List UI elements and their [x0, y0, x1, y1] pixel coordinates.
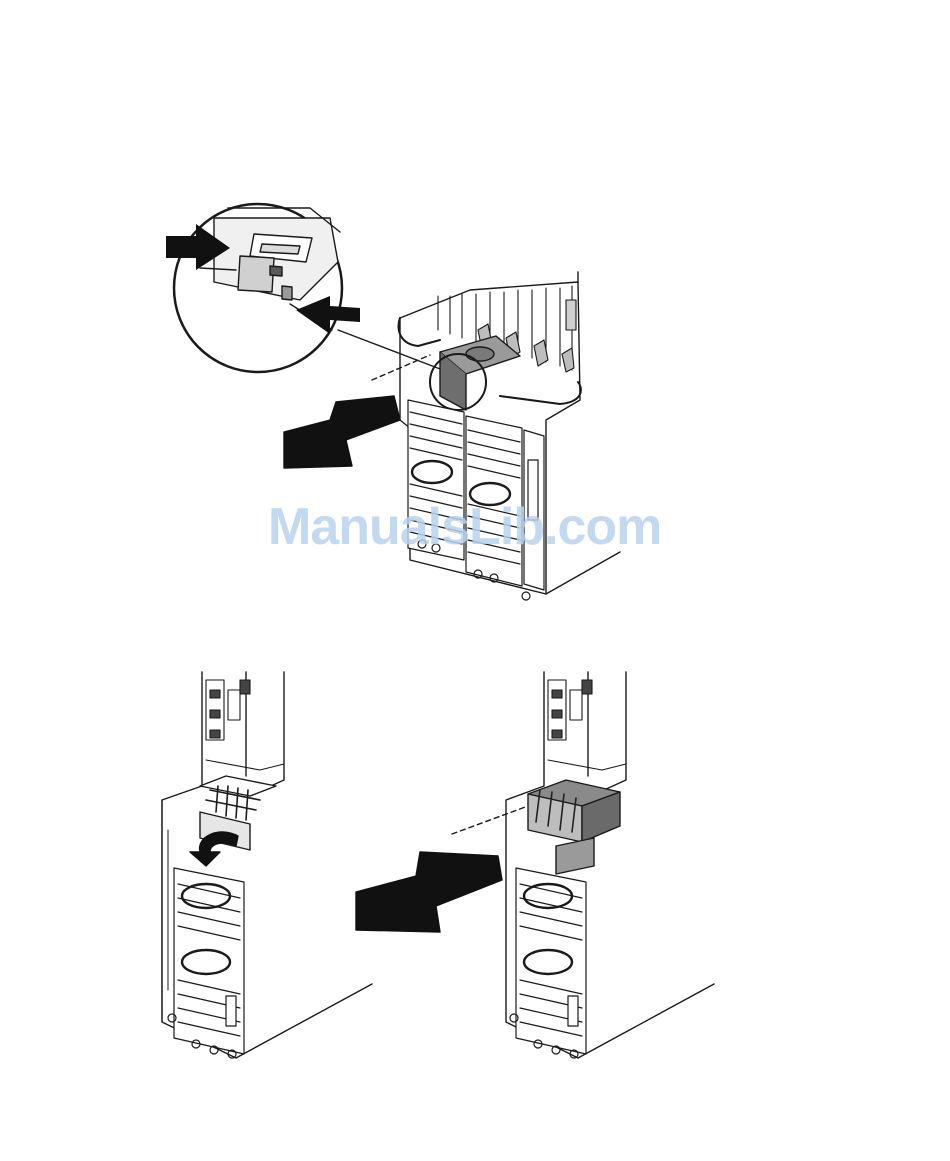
bottom-left-figure	[162, 672, 372, 1058]
drive-bays-right	[510, 868, 586, 1058]
watermark-text: ManualsLib.com	[268, 497, 708, 557]
pull-out-arrow-top	[284, 396, 400, 468]
pull-out-arrow-bottom	[356, 852, 502, 932]
bottom-right-figure	[356, 672, 714, 1058]
dashed-guide-line	[372, 355, 430, 380]
